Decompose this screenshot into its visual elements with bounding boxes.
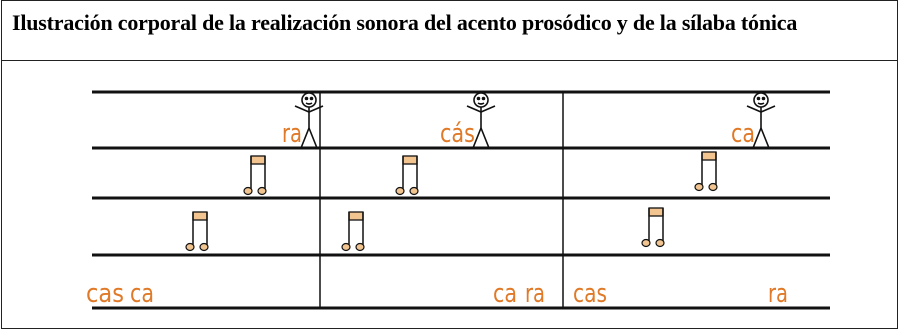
stick-figure-icon bbox=[746, 92, 776, 149]
eighth-notes-icon bbox=[641, 207, 665, 248]
figure-title: Ilustración corporal de la realización s… bbox=[12, 10, 798, 35]
eighth-notes-icon bbox=[243, 155, 267, 196]
stick-figure-icon bbox=[294, 92, 324, 149]
syllable-word1-ca: ca bbox=[130, 279, 154, 309]
eighth-notes-icon bbox=[395, 155, 419, 196]
syllable-word2-ra: ra bbox=[525, 279, 545, 309]
word-dividers bbox=[319, 92, 564, 308]
syllable-word1-ra-stressed: ra bbox=[282, 119, 302, 149]
eighth-notes-icon bbox=[341, 211, 365, 252]
stick-figure-icon bbox=[466, 92, 496, 149]
syllable-word2-ca: ca bbox=[493, 279, 517, 309]
title-bar: Ilustración corporal de la realización s… bbox=[2, 1, 897, 61]
syllable-word1-cas: cas bbox=[86, 279, 124, 309]
syllable-word2-cas-stressed: cás bbox=[440, 119, 475, 149]
syllable-word3-ca-stressed: ca bbox=[731, 119, 755, 149]
syllable-word3-cas: cas bbox=[573, 279, 607, 309]
syllable-word3-ra: ra bbox=[768, 279, 788, 309]
eighth-notes-icon bbox=[185, 211, 209, 252]
eighth-notes-icon bbox=[694, 151, 718, 192]
staff-lines bbox=[92, 90, 830, 310]
syllables: cas ca ra cás ca ra cas ca ra bbox=[86, 119, 788, 309]
